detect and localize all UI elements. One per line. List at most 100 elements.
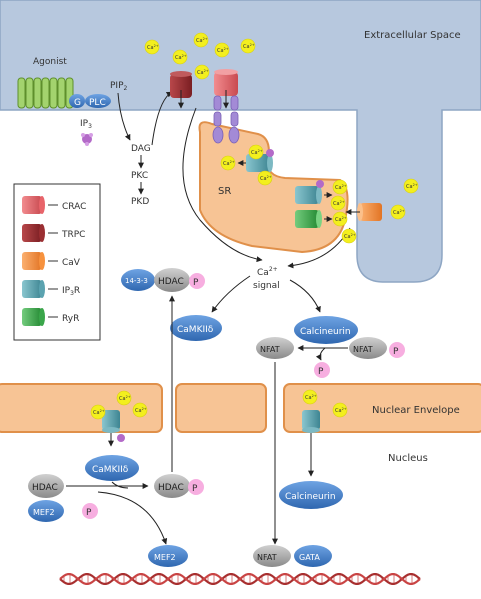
hdac-nucleus: HDAC bbox=[28, 474, 64, 498]
svg-text:Ca2+: Ca2+ bbox=[335, 407, 347, 414]
ip3r-nuclear-right bbox=[302, 410, 320, 433]
legend-item-ryr: RyR bbox=[22, 308, 79, 326]
svg-text:Ca2+: Ca2+ bbox=[406, 183, 418, 190]
gata-nucleus: GATA bbox=[294, 545, 332, 567]
svg-text:NFAT: NFAT bbox=[257, 553, 277, 562]
mef2-nucleus-bound: MEF2 bbox=[28, 500, 64, 522]
camkii-cytoplasm: CaMKIIδ bbox=[170, 315, 222, 341]
pkd-label: PKD bbox=[131, 197, 149, 207]
ca-ion: Ca2+ bbox=[194, 64, 210, 80]
ryr-sr bbox=[295, 210, 322, 228]
ca-ion: Ca2+ bbox=[132, 402, 148, 418]
ca-ion: Ca2+ bbox=[90, 404, 106, 420]
plc-enzyme: PLC bbox=[85, 94, 111, 108]
svg-text:Ca2+: Ca2+ bbox=[197, 69, 209, 76]
svg-text:Ca2+: Ca2+ bbox=[93, 409, 105, 416]
svg-text:NFAT: NFAT bbox=[353, 345, 373, 354]
ca-signal-label: Ca2+ bbox=[257, 266, 278, 278]
pip2-label: PIP2 bbox=[110, 81, 128, 92]
ca-ion: Ca2+ bbox=[220, 155, 236, 171]
svg-text:P: P bbox=[393, 347, 399, 357]
nfat-dephospho: NFAT bbox=[256, 337, 294, 359]
svg-text:Ca2+: Ca2+ bbox=[251, 149, 263, 156]
legend-item-crac: CRAC bbox=[22, 196, 86, 214]
svg-text:Ca2+: Ca2+ bbox=[335, 184, 347, 191]
ip3r-nuclear-left bbox=[102, 410, 120, 433]
gpcr-receptor bbox=[17, 77, 74, 109]
nfat-phospho: NFAT bbox=[349, 337, 387, 359]
arrow-signal-calcineurin bbox=[289, 279, 321, 313]
svg-text:Ca2+: Ca2+ bbox=[260, 175, 272, 182]
nuclear-envelope-label: Nuclear Envelope bbox=[372, 405, 460, 416]
ca-ion: Ca2+ bbox=[248, 144, 264, 160]
extracellular-label: Extracellular Space bbox=[364, 30, 461, 41]
ca-ion: Ca2+ bbox=[390, 204, 406, 220]
sr-label: SR bbox=[218, 186, 231, 197]
svg-text:14-3-3: 14-3-3 bbox=[125, 277, 148, 285]
svg-text:Ca2+: Ca2+ bbox=[119, 395, 131, 402]
arrow-pip2-dag bbox=[117, 92, 131, 141]
legend-item-ip3r: IP3R bbox=[22, 280, 80, 298]
ca-ion: Ca2+ bbox=[302, 389, 318, 405]
svg-text:Ca2+: Ca2+ bbox=[344, 233, 356, 240]
svg-text:Ca2+: Ca2+ bbox=[305, 394, 317, 401]
legend-label: RyR bbox=[62, 314, 79, 324]
ca-ion: Ca2+ bbox=[341, 228, 357, 244]
svg-text:HDAC: HDAC bbox=[158, 483, 184, 493]
ca-ion: Ca2+ bbox=[240, 38, 256, 54]
ca-ion: Ca2+ bbox=[257, 170, 273, 186]
ca-ion: Ca2+ bbox=[172, 49, 188, 65]
phospho-nfat: P bbox=[389, 342, 405, 358]
svg-text:HDAC: HDAC bbox=[158, 277, 184, 287]
svg-text:PLC: PLC bbox=[89, 98, 106, 108]
ca-ion: Ca2+ bbox=[332, 211, 348, 227]
svg-text:MEF2: MEF2 bbox=[154, 553, 176, 562]
svg-text:Ca2+: Ca2+ bbox=[223, 160, 235, 167]
svg-text:Ca2+: Ca2+ bbox=[147, 44, 159, 51]
protein-14-3-3: 14-3-3 bbox=[121, 269, 155, 291]
svg-text:P: P bbox=[192, 484, 198, 494]
ca-ion: Ca2+ bbox=[332, 179, 348, 195]
ca-ion: Ca2+ bbox=[403, 178, 419, 194]
ca-ion: Ca2+ bbox=[332, 402, 348, 418]
ca-ion: Ca2+ bbox=[144, 39, 160, 55]
svg-text:P: P bbox=[193, 278, 199, 288]
legend-label: CaV bbox=[62, 258, 81, 268]
ip3-bound-icon-2 bbox=[316, 180, 324, 188]
nfat-nucleus: NFAT bbox=[253, 545, 291, 567]
ca-ion: Ca2+ bbox=[330, 195, 346, 211]
agonist-label: Agonist bbox=[33, 57, 67, 67]
svg-text:Ca2+: Ca2+ bbox=[175, 54, 187, 61]
cav-channel bbox=[357, 203, 382, 221]
svg-text:Ca2+: Ca2+ bbox=[393, 209, 405, 216]
phospho-hdac-nucleus: P bbox=[188, 479, 204, 495]
camkii-nucleus: CaMKIIδ bbox=[85, 455, 139, 481]
calcineurin-cytoplasm: Calcineurin bbox=[294, 316, 358, 344]
pkc-label: PKC bbox=[131, 171, 148, 181]
svg-text:Calcineurin: Calcineurin bbox=[285, 492, 336, 502]
svg-text:Ca2+: Ca2+ bbox=[243, 43, 255, 50]
ca-signal-word: signal bbox=[253, 281, 280, 291]
hdac-phospho-nucleus: HDAC bbox=[154, 474, 190, 498]
crac-channel bbox=[214, 69, 238, 96]
svg-text:Ca2+: Ca2+ bbox=[135, 407, 147, 414]
svg-text:Ca2+: Ca2+ bbox=[333, 200, 345, 207]
ip3r-sr-right bbox=[295, 186, 322, 204]
ip3-bound-icon bbox=[266, 149, 274, 157]
svg-text:Ca2+: Ca2+ bbox=[335, 216, 347, 223]
ip3-label: IP3 bbox=[80, 119, 92, 130]
ip3-bound-icon-3 bbox=[117, 434, 125, 442]
nuclear-envelope-mid bbox=[175, 383, 267, 433]
ip3-molecule bbox=[81, 133, 93, 146]
hdac-cytoplasm: HDAC bbox=[154, 268, 190, 292]
dna-helix bbox=[59, 573, 421, 585]
legend-label: IP3R bbox=[62, 286, 80, 297]
svg-text:HDAC: HDAC bbox=[32, 483, 58, 493]
svg-text:Calcineurin: Calcineurin bbox=[300, 327, 351, 337]
svg-text:NFAT: NFAT bbox=[260, 345, 280, 354]
arrow-signal-camkii bbox=[211, 275, 251, 313]
svg-text:G: G bbox=[74, 98, 81, 108]
ca-ion: Ca2+ bbox=[214, 42, 230, 58]
phospho-hdac: P bbox=[189, 273, 205, 289]
ca-ion: Ca2+ bbox=[193, 32, 209, 48]
